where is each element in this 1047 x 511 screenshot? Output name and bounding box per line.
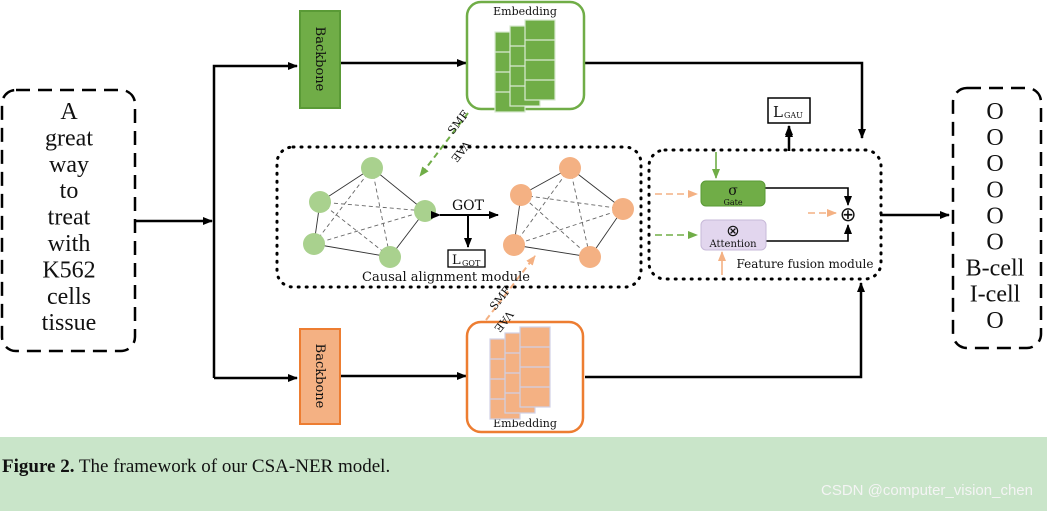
loss-got-main: L bbox=[452, 253, 461, 268]
orange-graph-node bbox=[510, 184, 532, 206]
orange-graph-node bbox=[612, 198, 634, 220]
orange-graph-edge bbox=[520, 194, 591, 258]
output-label: I-cell bbox=[970, 282, 1021, 308]
output-label: O bbox=[986, 203, 1003, 229]
input-token: treat bbox=[48, 205, 91, 231]
causal-alignment-module bbox=[275, 145, 643, 289]
green-graph-node bbox=[303, 233, 325, 255]
output-label: B-cell bbox=[966, 256, 1025, 282]
smf-label-top: SMF bbox=[445, 108, 472, 137]
input-token: way bbox=[49, 152, 89, 178]
gate-symbol: σ bbox=[728, 183, 738, 199]
vae-label-top: VAE bbox=[448, 137, 473, 164]
orange-graph-edge bbox=[513, 244, 591, 258]
input-token: tissue bbox=[42, 310, 97, 336]
green-graph-node bbox=[379, 246, 401, 268]
feature-fusion-module bbox=[647, 148, 883, 281]
sum-symbol: ⊕ bbox=[840, 202, 857, 226]
embedding-top-label: Embedding bbox=[493, 5, 557, 18]
backbone-top-label: Backbone bbox=[312, 27, 327, 92]
output-labels-box bbox=[951, 86, 1043, 350]
attention-label: Attention bbox=[708, 239, 757, 250]
green-graph bbox=[303, 157, 436, 268]
loss-gau-main: L bbox=[773, 103, 783, 121]
loss-got-box bbox=[447, 249, 486, 268]
causal-module-label: Causal alignment module bbox=[362, 270, 530, 285]
green-graph-node bbox=[309, 191, 331, 213]
loss-gau-sub: GAU bbox=[784, 111, 803, 120]
green-graph-node bbox=[414, 200, 436, 222]
loss-got-sub: GOT bbox=[462, 259, 481, 268]
connector-lines bbox=[135, 59, 950, 382]
input-token: cells bbox=[47, 284, 91, 310]
input-token: A bbox=[60, 99, 78, 125]
caption-text: The framework of our CSA-NER model. bbox=[74, 456, 391, 477]
caption-band bbox=[0, 437, 1047, 511]
orange-graph-edge bbox=[569, 167, 591, 258]
input-token: K562 bbox=[42, 257, 95, 283]
loss-gau-box bbox=[767, 97, 811, 124]
smf-vae-green-arrow bbox=[419, 112, 469, 177]
orange-graph-edge bbox=[513, 208, 624, 246]
attention-box bbox=[700, 219, 767, 251]
gate-label: Gate bbox=[723, 198, 742, 207]
orange-graph-edge bbox=[520, 194, 624, 210]
green-graph-edge bbox=[313, 210, 426, 245]
input-token: great bbox=[45, 125, 93, 151]
green-graph-edge bbox=[313, 167, 373, 245]
green-graph-edge bbox=[313, 243, 391, 258]
orange-graph-node bbox=[503, 234, 525, 256]
figure-caption: Figure 2. The framework of our CSA-NER m… bbox=[2, 456, 390, 478]
backbone-bottom-label: Backbone bbox=[312, 344, 327, 409]
got-label: GOT bbox=[452, 198, 485, 214]
orange-graph-node bbox=[579, 246, 601, 268]
green-graph-edge bbox=[371, 167, 426, 212]
fusion-module-label: Feature fusion module bbox=[736, 257, 873, 271]
smf-vae-orange-arrow bbox=[485, 255, 536, 321]
output-label: O bbox=[986, 151, 1003, 177]
orange-graph-node bbox=[559, 157, 581, 179]
output-label: O bbox=[986, 177, 1003, 203]
green-graph-edge bbox=[319, 201, 391, 258]
output-label: O bbox=[986, 125, 1003, 151]
input-token: with bbox=[48, 231, 91, 257]
embedding-bottom-stack bbox=[489, 326, 551, 420]
orange-graph-edge bbox=[513, 167, 571, 246]
green-graph-edge bbox=[371, 167, 391, 258]
output-label: O bbox=[986, 308, 1003, 334]
gate-box bbox=[700, 180, 766, 207]
output-label: O bbox=[986, 99, 1003, 125]
input-token: to bbox=[60, 178, 79, 204]
figure-number: Figure 2. bbox=[2, 456, 75, 477]
output-label: O bbox=[986, 230, 1003, 256]
backbone-bottom bbox=[299, 328, 341, 425]
fusion-arrows bbox=[655, 152, 852, 275]
attention-symbol: ⊗ bbox=[726, 221, 739, 240]
green-graph-edge bbox=[319, 201, 426, 212]
embedding-top-stack bbox=[494, 19, 556, 113]
embedding-bottom-label: Embedding bbox=[493, 417, 557, 430]
backbone-top bbox=[299, 10, 341, 109]
watermark: CSDN @computer_vision_chen bbox=[821, 482, 1033, 499]
green-graph-node bbox=[361, 157, 383, 179]
orange-graph-edge bbox=[569, 167, 624, 210]
orange-graph bbox=[503, 157, 634, 268]
